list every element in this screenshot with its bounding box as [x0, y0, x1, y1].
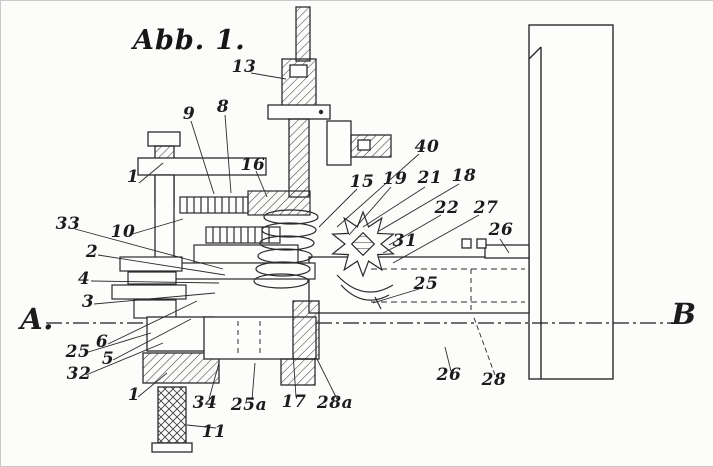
- slide-rod: [308, 238, 530, 314]
- ratchet-wheel: [330, 210, 396, 310]
- spindle-assembly: [267, 6, 331, 198]
- machine-bed: [528, 24, 614, 380]
- gear-cluster: [150, 190, 316, 280]
- left-post: [137, 131, 267, 264]
- leader-lines: [74, 72, 510, 429]
- cross-arm: [326, 120, 392, 166]
- coil-spring: [253, 209, 319, 289]
- stepped-discs: [111, 256, 187, 319]
- figure-title: Abb. 1.: [133, 25, 246, 56]
- lower-base: [203, 300, 320, 386]
